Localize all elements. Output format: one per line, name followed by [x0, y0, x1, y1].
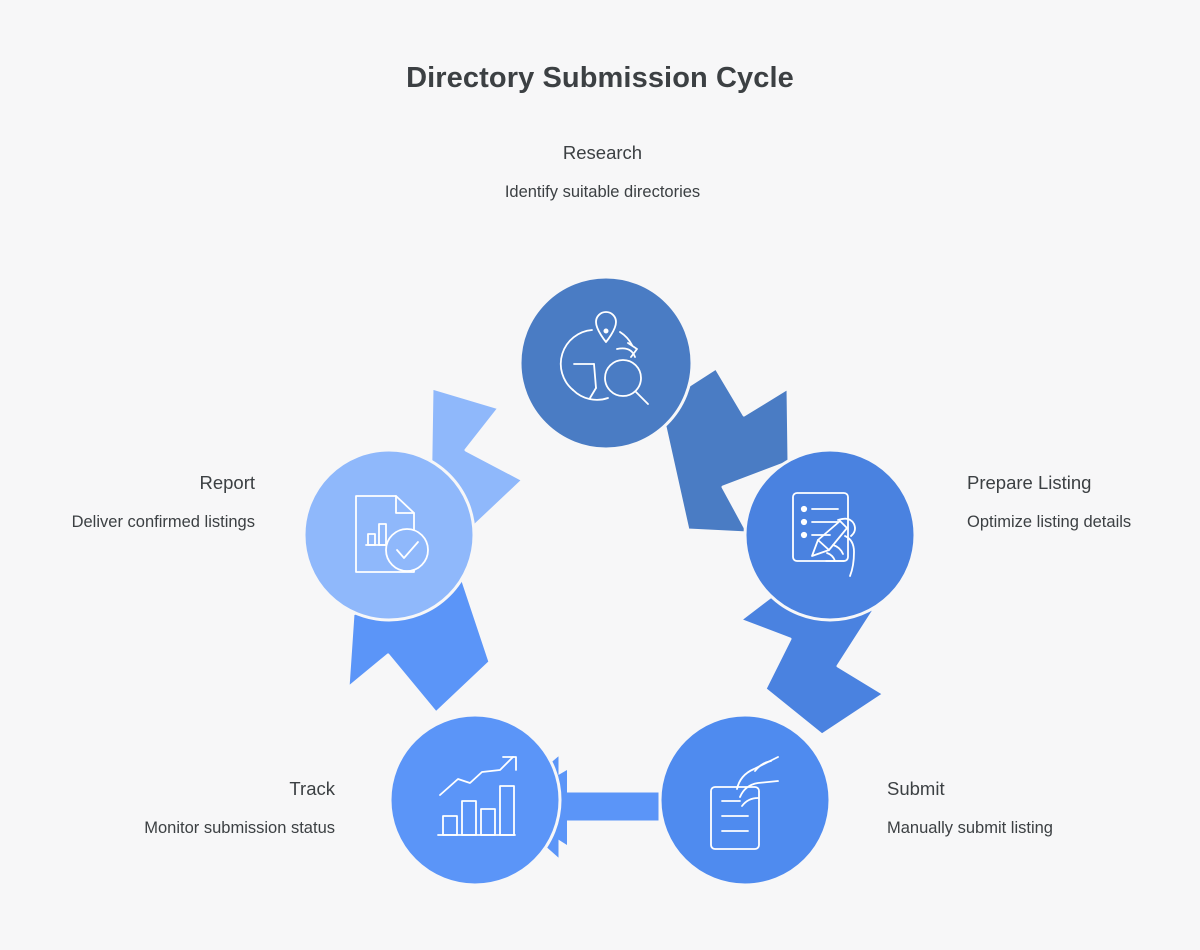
- label-track: Track Monitor submission status: [110, 777, 335, 840]
- label-report-title: Report: [199, 472, 255, 493]
- bar-chart-trend-icon: [437, 756, 517, 836]
- label-prepare-listing-desc: Optimize listing details: [967, 513, 1132, 531]
- report-check-icon: [355, 495, 429, 573]
- label-prepare-listing-title: Prepare Listing: [967, 472, 1092, 493]
- node-prepare-listing[interactable]: [743, 448, 917, 622]
- label-submit-title: Submit: [887, 778, 945, 799]
- node-submit-circle[interactable]: [658, 713, 832, 887]
- node-research[interactable]: [518, 275, 694, 451]
- label-track-title: Track: [289, 778, 335, 799]
- label-prepare-listing: Prepare Listing Optimize listing details: [967, 471, 1192, 534]
- globe-pin-magnifier-icon: [559, 311, 649, 405]
- label-report-desc: Deliver confirmed listings: [71, 513, 255, 531]
- label-research-title: Research: [562, 142, 643, 163]
- page-title: Directory Submission Cycle: [406, 62, 794, 94]
- node-submit[interactable]: [658, 713, 832, 887]
- label-submit-desc: Manually submit listing: [887, 819, 1053, 837]
- label-research-desc: Identify suitable directories: [504, 183, 701, 201]
- label-research: Research Identify suitable directories: [410, 141, 795, 204]
- node-track[interactable]: [388, 713, 562, 887]
- hand-document-icon: [710, 756, 779, 850]
- node-track-circle[interactable]: [388, 713, 562, 887]
- label-report: Report Deliver confirmed listings: [10, 471, 255, 534]
- label-track-desc: Monitor submission status: [144, 819, 335, 837]
- label-submit: Submit Manually submit listing: [887, 777, 1187, 840]
- node-research-circle[interactable]: [518, 275, 694, 451]
- node-report[interactable]: [302, 448, 476, 622]
- checklist-pen-hand-icon: [792, 492, 856, 577]
- node-report-circle[interactable]: [302, 448, 476, 622]
